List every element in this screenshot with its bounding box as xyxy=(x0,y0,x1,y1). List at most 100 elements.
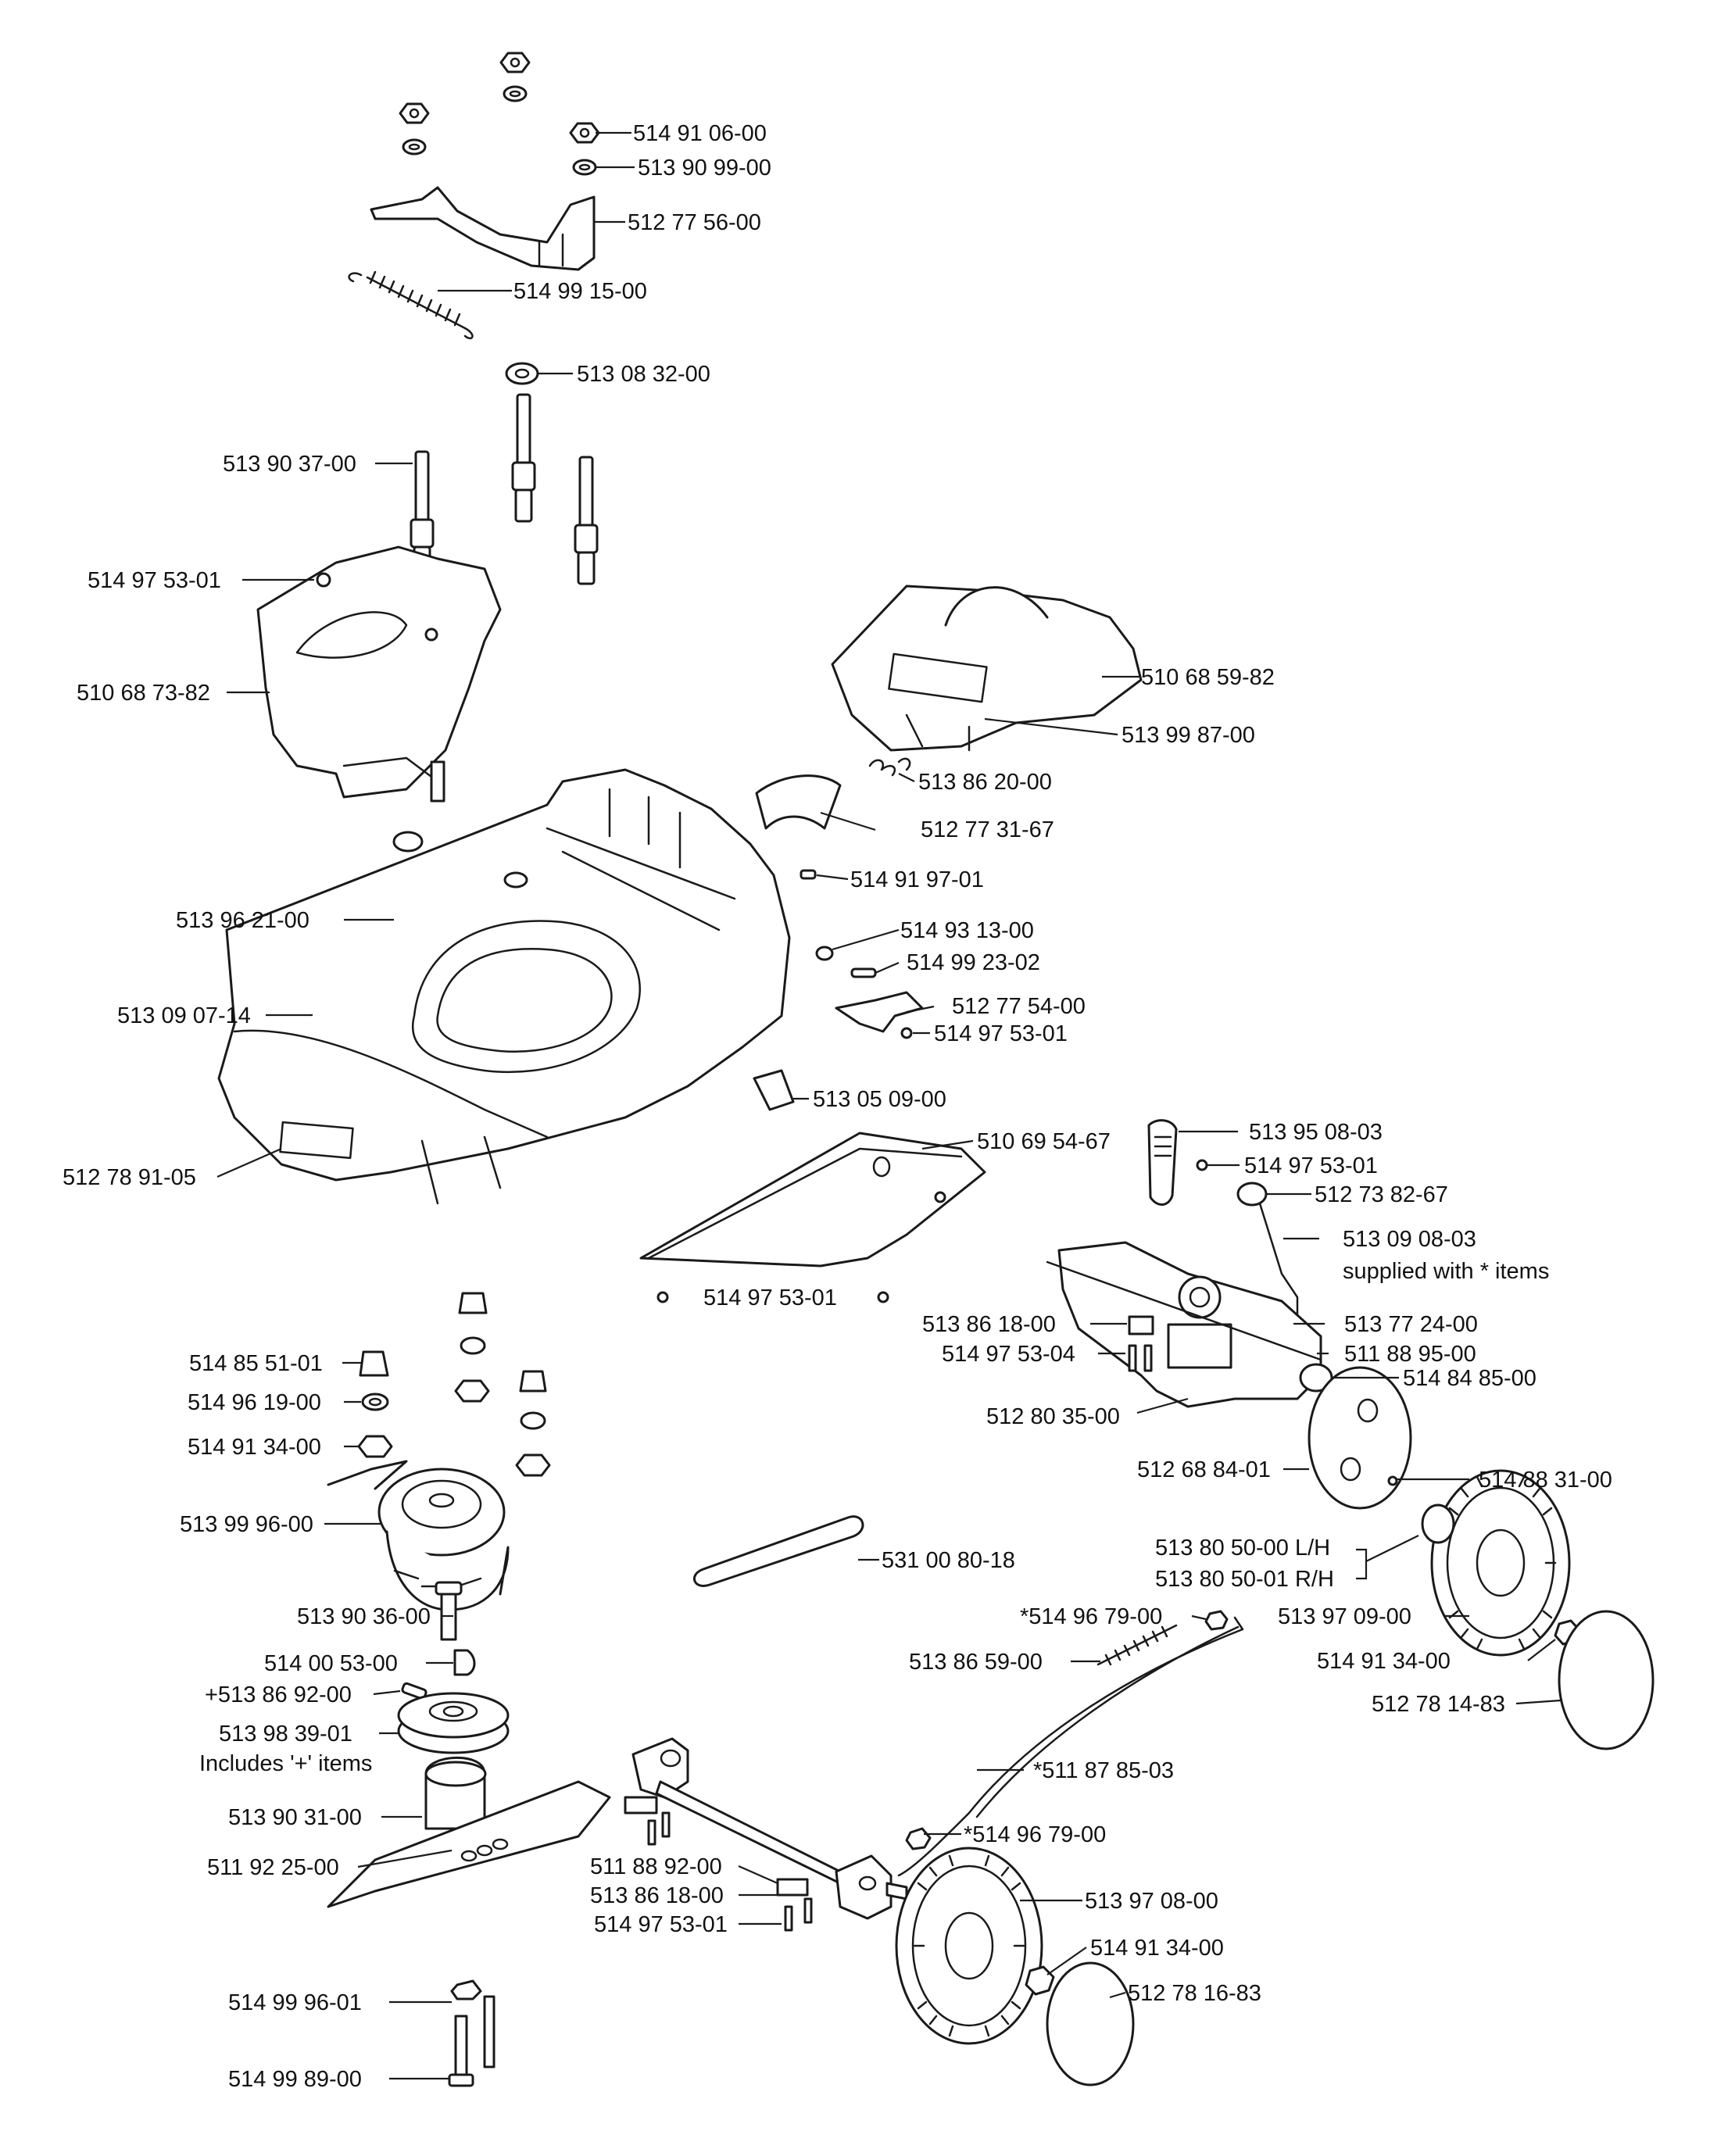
label-513-09-07-14: 513 09 07-14 xyxy=(117,1003,251,1028)
label-513-96-21-00: 513 96 21-00 xyxy=(176,908,309,933)
axle-clip-lower xyxy=(776,1878,809,1897)
drive-belt xyxy=(692,1515,864,1587)
label-514-84-85-00: 514 84 85-00 xyxy=(1403,1366,1536,1391)
label-514-91-34-00-front: 514 91 34-00 xyxy=(1090,1936,1224,1961)
top-nut-1 xyxy=(499,52,531,73)
label-513-95-08-03: 513 95 08-03 xyxy=(1249,1120,1383,1145)
label-514-96-79-00-top: *514 96 79-00 xyxy=(1020,1604,1162,1629)
wheel-gear xyxy=(1421,1503,1455,1544)
label-512-80-35-00: 512 80 35-00 xyxy=(986,1404,1120,1429)
label-514-96-79-00-bottom: *514 96 79-00 xyxy=(964,1822,1106,1847)
label-514-91-06-00: 514 91 06-00 xyxy=(633,121,767,146)
top-washer-3 xyxy=(572,159,597,176)
deck-screw xyxy=(800,869,817,880)
label-supplied-note: supplied with * items xyxy=(1343,1259,1549,1284)
cable-nut-bottom xyxy=(905,1827,932,1850)
label-513-86-59-00: 513 86 59-00 xyxy=(909,1650,1043,1675)
bushing-cap xyxy=(359,1350,389,1377)
deflector-screw-a xyxy=(934,1191,946,1203)
label-513-86-20-00: 513 86 20-00 xyxy=(918,770,1052,795)
top-washer-2 xyxy=(402,138,427,156)
deflector-screw-b xyxy=(656,1291,669,1303)
half-moon-key xyxy=(453,1649,476,1676)
label-513-90-31-00: 513 90 31-00 xyxy=(228,1805,362,1830)
control-knob xyxy=(1236,1182,1268,1207)
pulley xyxy=(397,1692,510,1754)
label-514-91-34-00-rear: 514 91 34-00 xyxy=(1317,1649,1451,1674)
label-514-88-31-00: 514 88 31-00 xyxy=(1479,1468,1612,1493)
rear-cover xyxy=(256,545,502,803)
blade-brake-clutch xyxy=(327,1460,510,1611)
pulley-key xyxy=(401,1682,428,1700)
label-514-97-53-01-axle: 514 97 53-01 xyxy=(594,1912,728,1937)
transmission-screw xyxy=(1128,1344,1153,1372)
blade-bolt xyxy=(448,1995,495,2087)
label-514-93-13-00: 514 93 13-00 xyxy=(900,918,1034,943)
label-514-91-34-00-stack: 514 91 34-00 xyxy=(188,1435,321,1460)
tension-spring xyxy=(1096,1624,1178,1666)
label-511-92-25-00: 511 92 25-00 xyxy=(207,1855,339,1880)
axle-bushing xyxy=(1299,1363,1333,1393)
label-514-85-51-01: 514 85 51-01 xyxy=(189,1351,323,1376)
label-511-88-92-00: 511 88 92-00 xyxy=(590,1854,722,1879)
label-513-90-36-00: 513 90 36-00 xyxy=(297,1604,431,1629)
clutch-bolt xyxy=(435,1581,463,1641)
small-washer xyxy=(361,1393,389,1411)
drive-screw xyxy=(1196,1159,1208,1171)
label-513-09-08-03: 513 09 08-03 xyxy=(1343,1227,1476,1252)
deck-pin xyxy=(850,967,877,978)
screw-rear-cover-2 xyxy=(424,627,438,642)
label-512-78-16-83: 512 78 16-83 xyxy=(1128,1981,1261,2006)
stack-washer-1 xyxy=(460,1336,486,1355)
label-513-80-50-01: 513 80 50-01 R/H xyxy=(1155,1567,1334,1592)
mower-deck xyxy=(217,768,791,1205)
deflector-screw-c xyxy=(877,1291,889,1303)
small-nut xyxy=(357,1435,393,1458)
label-513-86-18-00-axle: 513 86 18-00 xyxy=(590,1883,724,1908)
label-514-97-53-01-plate: 514 97 53-01 xyxy=(703,1285,837,1310)
label-513-80-50-00: 513 80 50-00 L/H xyxy=(1155,1536,1330,1561)
label-512-68-84-01: 512 68 84-01 xyxy=(1137,1457,1271,1482)
stack-bushing-2 xyxy=(519,1370,547,1393)
top-nut-2 xyxy=(399,102,430,124)
label-514-97-53-04: 514 97 53-04 xyxy=(942,1342,1075,1367)
label-511-88-95-00: 511 88 95-00 xyxy=(1344,1342,1476,1367)
blade xyxy=(327,1780,611,1908)
label-514-97-53-01-cover: 514 97 53-01 xyxy=(88,568,221,593)
height-pin-3 xyxy=(574,456,599,585)
label-510-68-59-82: 510 68 59-82 xyxy=(1141,665,1275,690)
label-512-77-56-00: 512 77 56-00 xyxy=(628,210,761,235)
label-512-78-91-05: 512 78 91-05 xyxy=(63,1165,196,1190)
label-513-86-18-00-trans: 513 86 18-00 xyxy=(922,1312,1056,1337)
baffle-clip xyxy=(753,1069,795,1111)
label-514-99-96-01: 514 99 96-01 xyxy=(228,1990,362,2015)
label-510-68-73-82: 510 68 73-82 xyxy=(77,681,210,706)
deck-wheel-cap-1 xyxy=(392,831,424,853)
label-514-99-89-00: 514 99 89-00 xyxy=(228,2067,362,2092)
stack-nut-1 xyxy=(454,1379,490,1403)
axle-washer xyxy=(505,362,539,385)
label-513-08-32-00: 513 08 32-00 xyxy=(577,362,710,387)
deck-washer-2 xyxy=(815,946,834,961)
label-513-98-39-01: 513 98 39-01 xyxy=(219,1722,352,1747)
label-513-77-24-00: 513 77 24-00 xyxy=(1344,1312,1478,1337)
label-513-99-96-00: 513 99 96-00 xyxy=(180,1512,313,1537)
label-513-86-92-00: +513 86 92-00 xyxy=(205,1682,352,1707)
blade-washer xyxy=(450,1979,482,2000)
cable-nut-top xyxy=(1204,1610,1229,1631)
hubcap-rear xyxy=(1558,1610,1655,1750)
label-includes-note: Includes '+' items xyxy=(199,1751,372,1776)
stack-nut-2 xyxy=(515,1453,551,1477)
label-513-90-99-00: 513 90 99-00 xyxy=(638,156,771,181)
label-514-97-53-01-drive: 514 97 53-01 xyxy=(1244,1153,1378,1178)
drive-lever xyxy=(1258,1202,1299,1322)
front-wheel-nut xyxy=(1025,1965,1055,1996)
rear-hub-plate xyxy=(1308,1366,1412,1510)
label-514-99-23-02: 514 99 23-02 xyxy=(907,950,1040,975)
blade-adapter xyxy=(424,1756,487,1830)
label-513-97-08-00: 513 97 08-00 xyxy=(1085,1889,1218,1914)
part-labels: 514 91 06-00 513 90 99-00 512 77 56-00 5… xyxy=(63,121,1612,2092)
drive-spring-housing xyxy=(1147,1119,1178,1206)
stack-washer-2 xyxy=(520,1411,546,1430)
